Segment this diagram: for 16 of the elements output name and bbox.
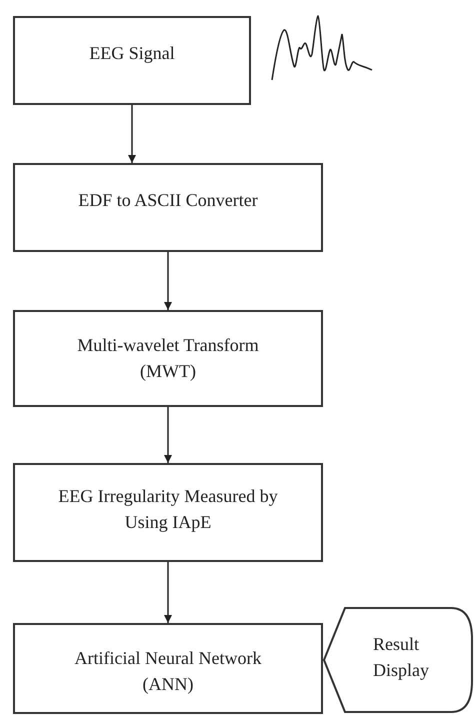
arrow [128, 105, 136, 163]
display-shape [323, 607, 473, 713]
process-box [13, 310, 323, 407]
node-label: Artificial Neural Network (ANN) [74, 647, 262, 696]
node-label: EEG Irregularity Measured by Using IApE [57, 485, 279, 534]
node-label: Multi-wavelet Transform (MWT) [76, 334, 260, 383]
arrow [164, 407, 172, 463]
node-label: EEG Signal [89, 42, 175, 65]
process-box [13, 16, 251, 105]
node-label: EDF to ASCII Converter [78, 189, 258, 212]
process-box [13, 623, 323, 714]
node-label: Result Display [373, 633, 430, 682]
process-box [13, 163, 323, 252]
process-box [13, 463, 323, 562]
arrow [164, 562, 172, 623]
arrow [164, 252, 172, 310]
